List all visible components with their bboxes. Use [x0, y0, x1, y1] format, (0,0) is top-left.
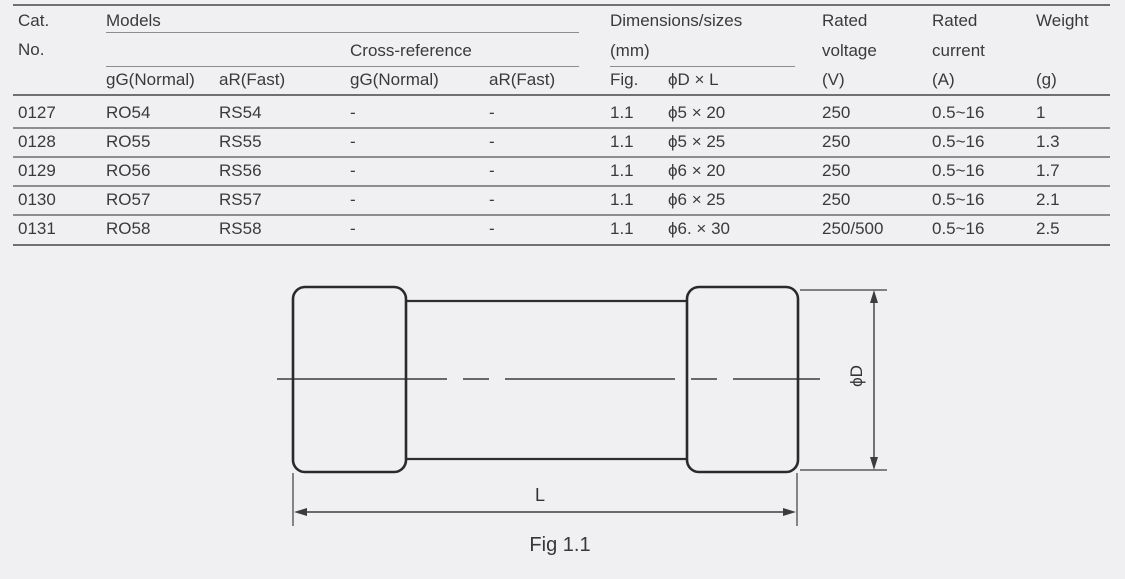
fig-cell: 1.1 [610, 132, 634, 151]
xref-ar-cell: - [489, 132, 495, 151]
weight-cell: 1.7 [1036, 161, 1060, 180]
table-row: 0128 RO55 RS55 - - 1.1 ϕ5 × 25 250 0.5~1… [15, 128, 1110, 156]
diameter-dimension-label: ϕD [847, 365, 866, 387]
cross-reference-group-rule [106, 66, 579, 67]
subheader-fig: Fig. [610, 70, 639, 89]
cat-no-cell: 0131 [18, 219, 56, 238]
weight-cell: 1 [1036, 103, 1046, 122]
header-rated-current-1: Rated [932, 11, 978, 30]
model-gg-cell: RO54 [106, 103, 151, 122]
rated-current-cell: 0.5~16 [932, 190, 985, 209]
rated-voltage-cell: 250 [822, 132, 851, 151]
table-bottom-rule [13, 244, 1110, 246]
xref-ar-cell: - [489, 161, 495, 180]
table-row: 0131 RO58 RS58 - - 1.1 ϕ6. × 30 250/500 … [15, 215, 1110, 243]
model-ar-cell: RS57 [219, 190, 262, 209]
xref-gg-cell: - [350, 132, 356, 151]
header-bottom-rule [13, 94, 1110, 96]
xref-gg-cell: - [350, 219, 356, 238]
header-no: No. [18, 40, 45, 59]
table-row: 0130 RO57 RS57 - - 1.1 ϕ6 × 25 250 0.5~1… [15, 186, 1110, 214]
dimension-cell: ϕ6 × 20 [668, 161, 726, 180]
xref-ar-cell: - [489, 103, 495, 122]
fuse-left-cap [291, 285, 408, 474]
rated-current-cell: 0.5~16 [932, 219, 985, 238]
subheader-ar-fast-models: aR(Fast) [219, 70, 286, 89]
model-ar-cell: RS58 [219, 219, 262, 238]
model-gg-cell: RO57 [106, 190, 151, 209]
row-separator [13, 185, 1110, 187]
fig-cell: 1.1 [610, 103, 634, 122]
figure-caption: Fig 1.1 [529, 534, 591, 556]
fig-cell: 1.1 [610, 190, 634, 209]
weight-cell: 2.5 [1036, 219, 1060, 238]
model-ar-cell: RS55 [219, 132, 262, 151]
cat-no-cell: 0127 [18, 103, 56, 122]
subheader-weight-unit: (g) [1036, 70, 1057, 89]
dimension-cell: ϕ5 × 20 [668, 103, 726, 122]
weight-cell: 1.3 [1036, 132, 1060, 151]
weight-cell: 2.1 [1036, 190, 1060, 209]
table-top-rule [13, 4, 1110, 6]
header-rated-voltage-1: Rated [822, 11, 868, 30]
rated-voltage-cell: 250 [822, 190, 851, 209]
model-ar-cell: RS56 [219, 161, 262, 180]
row-separator [13, 214, 1110, 216]
xref-ar-cell: - [489, 190, 495, 209]
rated-current-cell: 0.5~16 [932, 132, 985, 151]
model-gg-cell: RO58 [106, 219, 151, 238]
header-cross-reference: Cross-reference [350, 41, 472, 60]
header-weight: Weight [1036, 11, 1089, 30]
table-row: 0127 RO54 RS54 - - 1.1 ϕ5 × 20 250 0.5~1… [15, 99, 1110, 127]
model-ar-cell: RS54 [219, 103, 262, 122]
rated-current-cell: 0.5~16 [932, 161, 985, 180]
xref-gg-cell: - [350, 190, 356, 209]
model-gg-cell: RO55 [106, 132, 151, 151]
arrowhead-left [294, 508, 307, 516]
cat-no-cell: 0129 [18, 161, 56, 180]
fig-cell: 1.1 [610, 219, 634, 238]
header-dimensions: Dimensions/sizes [610, 11, 743, 30]
rated-voltage-cell: 250 [822, 161, 851, 180]
header-rated-voltage-2: voltage [822, 41, 877, 60]
subheader-current-unit: (A) [932, 70, 955, 89]
subheader-gg-normal-models: gG(Normal) [106, 70, 195, 89]
xref-gg-cell: - [350, 161, 356, 180]
header-dimensions-unit: (mm) [610, 41, 650, 60]
dimension-cell: ϕ6. × 30 [668, 219, 730, 238]
rated-current-cell: 0.5~16 [932, 103, 985, 122]
subheader-gg-normal-xref: gG(Normal) [350, 70, 439, 89]
cat-no-cell: 0130 [18, 190, 56, 209]
length-dimension-label: L [534, 485, 545, 505]
dimension-cell: ϕ5 × 25 [668, 132, 726, 151]
subheader-ar-fast-xref: aR(Fast) [489, 70, 556, 89]
subheader-voltage-unit: (V) [822, 70, 845, 89]
arrowhead-right [783, 508, 796, 516]
dimensions-group-rule [610, 66, 795, 67]
models-group-rule [106, 32, 579, 33]
arrowhead-up [870, 290, 878, 303]
rated-voltage-cell: 250 [822, 103, 851, 122]
model-gg-cell: RO56 [106, 161, 151, 180]
header-cat: Cat. [18, 11, 50, 30]
fuse-right-cap [685, 285, 800, 474]
cat-no-cell: 0128 [18, 132, 56, 151]
fig-cell: 1.1 [610, 161, 634, 180]
header-models: Models [106, 11, 161, 30]
subheader-d-x-l: ϕD × L [668, 70, 719, 89]
row-separator [13, 127, 1110, 129]
rated-voltage-cell: 250/500 [822, 219, 884, 238]
header-rated-current-2: current [932, 41, 985, 60]
dimension-cell: ϕ6 × 25 [668, 190, 726, 209]
arrowhead-down [870, 457, 878, 470]
xref-ar-cell: - [489, 219, 495, 238]
row-separator [13, 156, 1110, 158]
xref-gg-cell: - [350, 103, 356, 122]
table-row: 0129 RO56 RS56 - - 1.1 ϕ6 × 20 250 0.5~1… [15, 157, 1110, 185]
